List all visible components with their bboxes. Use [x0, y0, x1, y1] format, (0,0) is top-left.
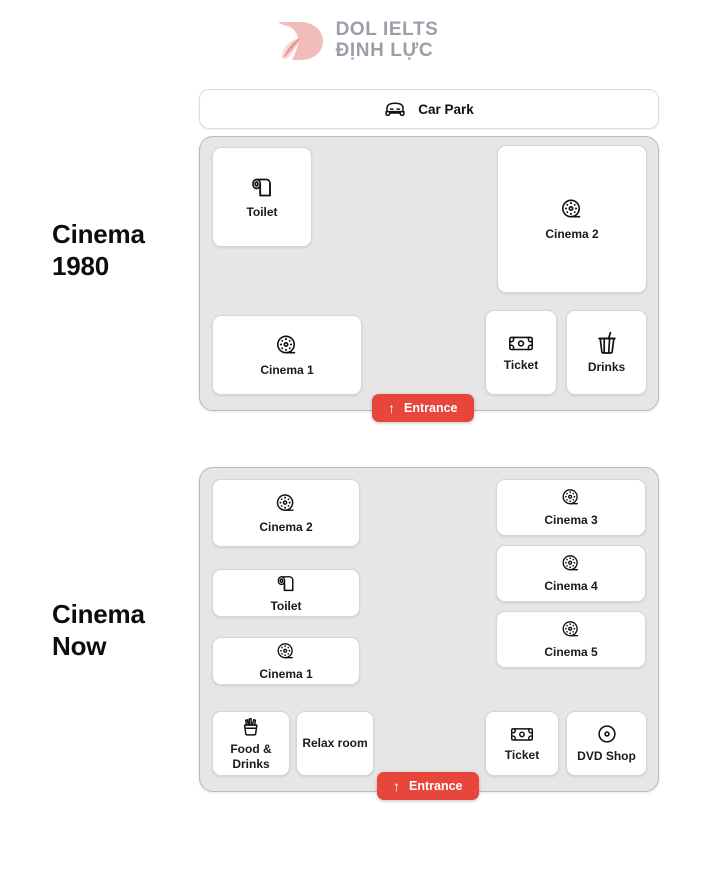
- room-label: Cinema 3: [544, 513, 598, 528]
- cinema-now-map: Cinema 2 Toilet: [199, 467, 659, 792]
- film-reel-icon: [562, 555, 579, 571]
- film-reel-icon: [562, 621, 579, 637]
- room-toilet-1980[interactable]: Toilet: [212, 147, 312, 247]
- section-title-now: Cinema Now: [52, 599, 145, 662]
- entrance-button-now[interactable]: ↑ Entrance: [377, 772, 479, 800]
- section-title-now-line1: Cinema: [52, 599, 145, 629]
- entrance-button-1980[interactable]: ↑ Entrance: [372, 394, 474, 422]
- up-arrow-icon: ↑: [388, 400, 395, 416]
- room-label: Toilet: [270, 598, 302, 613]
- room-label: Relax room: [302, 736, 368, 751]
- film-reel-icon: [562, 199, 581, 218]
- room-cinema-2-now[interactable]: Cinema 2: [212, 479, 360, 547]
- room-label: Drinks: [587, 360, 626, 375]
- entrance-label: Entrance: [409, 779, 463, 793]
- film-reel-icon: [562, 489, 579, 505]
- banknote-icon: [510, 728, 534, 742]
- room-drinks-1980[interactable]: Drinks: [566, 310, 647, 395]
- room-cinema-5-now[interactable]: Cinema 5: [496, 611, 646, 668]
- film-reel-icon: [276, 494, 294, 511]
- section-title-1980-line1: Cinema: [52, 219, 145, 249]
- dol-leaf-logo-icon: [277, 22, 323, 60]
- room-cinema-2-1980[interactable]: Cinema 2: [497, 145, 647, 293]
- film-reel-icon: [277, 335, 296, 354]
- room-cinema-1-1980[interactable]: Cinema 1: [212, 315, 362, 395]
- room-label: Cinema 1: [259, 666, 313, 681]
- toilet-paper-icon: [277, 576, 294, 591]
- room-label: Cinema 4: [544, 579, 598, 594]
- section-title-1980: Cinema 1980: [52, 219, 145, 282]
- drink-cup-icon: [597, 332, 616, 355]
- room-food-and-drinks-now[interactable]: Food &Drinks: [212, 711, 290, 776]
- section-title-now-line2: Now: [52, 630, 107, 661]
- room-label: Cinema 2: [259, 519, 313, 534]
- room-cinema-3-now[interactable]: Cinema 3: [496, 479, 646, 536]
- brand-line-1: DOL IELTS: [335, 19, 439, 41]
- brand-line-2: ĐỊNH LỰC: [335, 40, 434, 61]
- room-relax-room-now[interactable]: Relax room: [296, 711, 374, 776]
- room-label: Toilet: [246, 204, 278, 219]
- toilet-paper-icon: [252, 178, 271, 197]
- room-toilet-now[interactable]: Toilet: [212, 569, 360, 617]
- room-ticket-now[interactable]: Ticket: [485, 711, 559, 776]
- film-reel-icon: [277, 643, 294, 659]
- room-label: Cinema 5: [544, 645, 598, 660]
- cinema-1980-map: Toilet Cinema 2: [199, 136, 659, 411]
- room-cinema-1-now[interactable]: Cinema 1: [212, 637, 360, 685]
- room-ticket-1980[interactable]: Ticket: [485, 310, 557, 395]
- room-label: Ticket: [503, 358, 539, 373]
- room-dvd-shop-now[interactable]: DVD Shop: [566, 711, 647, 776]
- room-cinema-4-now[interactable]: Cinema 4: [496, 545, 646, 602]
- car-park-label: Car Park: [418, 101, 474, 117]
- room-label: DVD Shop: [577, 749, 636, 764]
- room-label: Food &Drinks: [230, 742, 272, 771]
- brand-logo: DOL IELTS ĐỊNH LỰC: [0, 18, 712, 64]
- fries-icon: [243, 718, 258, 736]
- section-title-1980-line2: 1980: [52, 250, 110, 281]
- disc-icon: [597, 725, 616, 744]
- room-label: Cinema 1: [260, 362, 314, 377]
- entrance-label: Entrance: [404, 401, 458, 415]
- room-label: Ticket: [504, 748, 540, 763]
- up-arrow-icon: ↑: [393, 778, 400, 794]
- car-park-bar[interactable]: Car Park: [199, 89, 659, 129]
- room-label: Cinema 2: [545, 226, 599, 241]
- banknote-icon: [509, 337, 533, 351]
- car-icon: [385, 102, 405, 116]
